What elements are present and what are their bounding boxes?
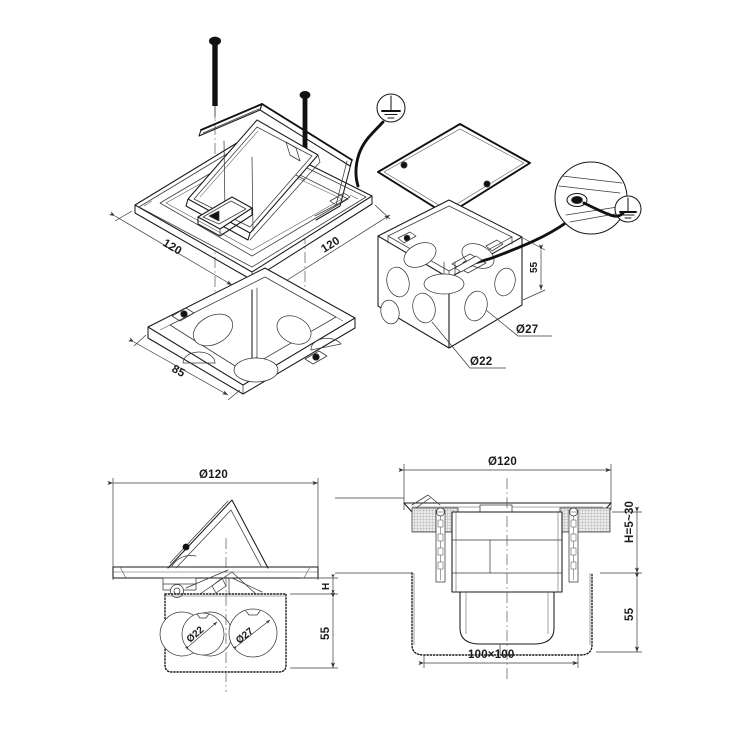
box-right-wall bbox=[448, 236, 523, 349]
dim-label-footprint: 100×100 bbox=[468, 649, 515, 661]
cover-screw-hole-1 bbox=[400, 161, 408, 169]
inner-carrier-box bbox=[451, 511, 563, 593]
box-knockout-L3 bbox=[380, 299, 400, 325]
dimension-footprint: 100×100 bbox=[418, 649, 579, 668]
view-cover-plate bbox=[377, 123, 531, 250]
dim-label-d22-iso: Ø22 bbox=[470, 356, 492, 368]
dimension-box-depth: 55 bbox=[522, 237, 546, 301]
slab-cavity-outline bbox=[411, 572, 593, 656]
box-knockout-R1 bbox=[464, 290, 488, 322]
detail-ground-lead bbox=[606, 211, 625, 218]
ring-knockout-3 bbox=[233, 357, 279, 383]
dimension-depth-55-front: 55 bbox=[290, 592, 338, 669]
floor-finish-right bbox=[559, 507, 611, 533]
ground-symbol-upper bbox=[376, 93, 406, 123]
lid-plate-front bbox=[112, 566, 319, 579]
knockout-d22-front: Ø22 bbox=[159, 611, 233, 657]
view-front-elevation: Ø120 bbox=[107, 469, 338, 692]
box-outline-front bbox=[164, 593, 287, 673]
view-exploded-lid: 120 120 bbox=[109, 36, 391, 300]
dimension-lid-diameter-left: Ø120 bbox=[107, 469, 319, 580]
view-installed-section: Ø120 bbox=[335, 456, 642, 680]
view-mounting-ring: 85 bbox=[128, 267, 356, 401]
ground-symbol-detail bbox=[614, 195, 642, 223]
box-knockout-R2 bbox=[494, 267, 516, 297]
dimension-lid-diameter-right: Ø120 bbox=[398, 456, 612, 510]
floor-finish-left bbox=[411, 507, 459, 533]
adjust-rail-right bbox=[568, 507, 579, 583]
dimension-ring-width: 85 bbox=[128, 334, 241, 401]
dim-label-55-front: 55 bbox=[320, 626, 332, 640]
dim-label-85: 85 bbox=[170, 363, 188, 380]
leader-d22: Ø22 bbox=[431, 321, 506, 369]
detail-callout-circle bbox=[554, 161, 642, 235]
knockout-d27-front: Ø27 bbox=[228, 608, 278, 658]
box-inner-knockout-3 bbox=[423, 273, 465, 295]
ground-wire-upper bbox=[354, 120, 385, 188]
cover-plate-face bbox=[377, 123, 531, 216]
ring-knockout-2 bbox=[276, 315, 312, 345]
box-knockout-L2 bbox=[412, 292, 436, 324]
view-back-box: 55 Ø27 Ø22 bbox=[377, 199, 569, 369]
dimension-depth-55-section: 55 bbox=[596, 572, 642, 653]
box-knockout-L1 bbox=[386, 266, 410, 298]
leader-d27: Ø27 bbox=[485, 309, 552, 337]
dim-label-d120-right: Ø120 bbox=[488, 456, 517, 468]
dim-label-55-section: 55 bbox=[624, 607, 636, 621]
pop-up-lid bbox=[185, 103, 353, 241]
screw-left bbox=[209, 36, 221, 119]
dim-label-d120-left: Ø120 bbox=[199, 469, 228, 481]
lid-flap-open bbox=[167, 499, 269, 569]
box-inner-knockout-1 bbox=[403, 242, 437, 268]
dim-label-h: H bbox=[321, 583, 332, 590]
dimension-height-h: H bbox=[290, 573, 338, 595]
dim-label-h-range: H=5~30 bbox=[624, 501, 636, 543]
dim-label-55-iso: 55 bbox=[529, 261, 540, 273]
cover-screw-hole-2 bbox=[483, 180, 491, 188]
adjust-rail-left bbox=[435, 507, 446, 583]
dim-label-d27-iso: Ø27 bbox=[516, 324, 538, 336]
